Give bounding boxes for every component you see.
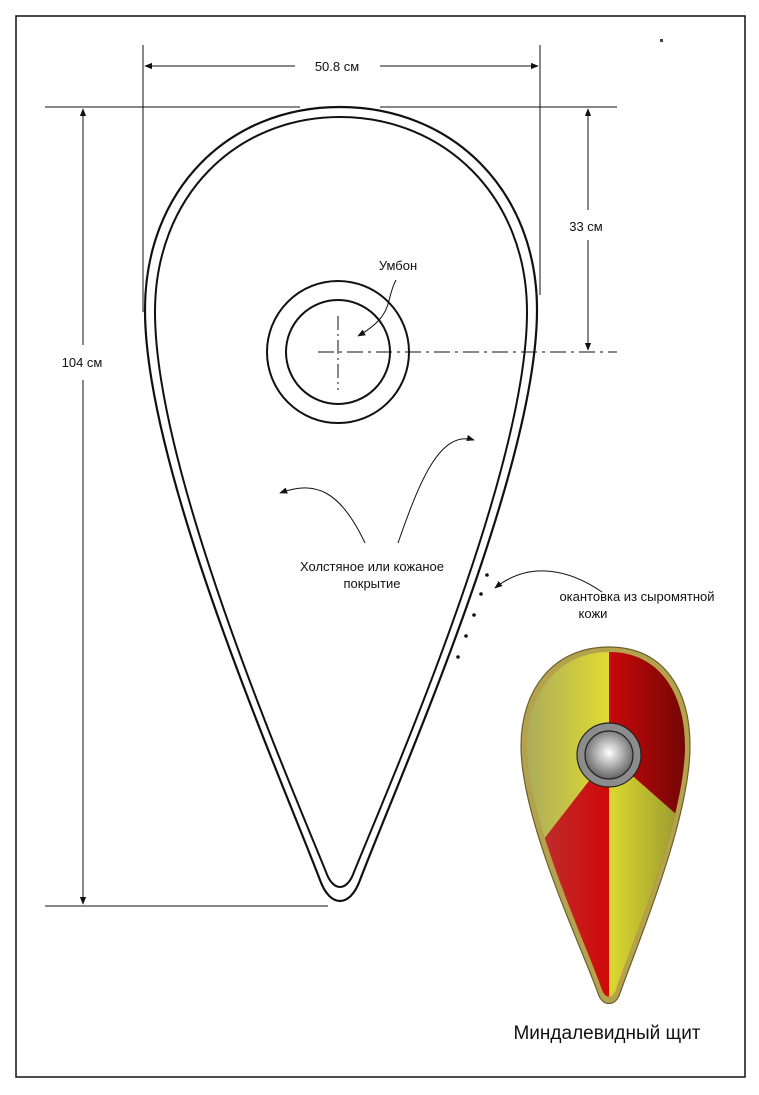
boss-offset-label: 33 см — [569, 219, 603, 234]
frame — [15, 15, 746, 1078]
covering-arrow-right — [397, 434, 475, 544]
dot-mark — [660, 39, 663, 42]
edging-arrow — [494, 570, 603, 593]
edging-label-line2: кожи — [579, 606, 608, 621]
shield-title: Миндалевидный щит — [513, 1023, 700, 1044]
covering-label-line2: покрытие — [344, 576, 401, 591]
boss-pointer-arrow — [357, 279, 397, 337]
shield-outer-outline — [143, 105, 539, 902]
colored-shield-illustration — [520, 646, 691, 1005]
height-label: 104 см — [62, 355, 103, 370]
boss-label: Умбон — [379, 258, 417, 273]
height-dimension — [45, 106, 617, 907]
covering-label-line1: Холстяное или кожаное — [300, 559, 444, 574]
width-label: 50.8 см — [315, 59, 359, 74]
shield-inner-outline — [153, 115, 529, 888]
covering-arrow-left — [279, 487, 366, 544]
edging-rivets — [456, 573, 489, 659]
edging-label-line1: окантовка из сыромятной — [559, 589, 714, 604]
width-dimension — [142, 45, 541, 312]
